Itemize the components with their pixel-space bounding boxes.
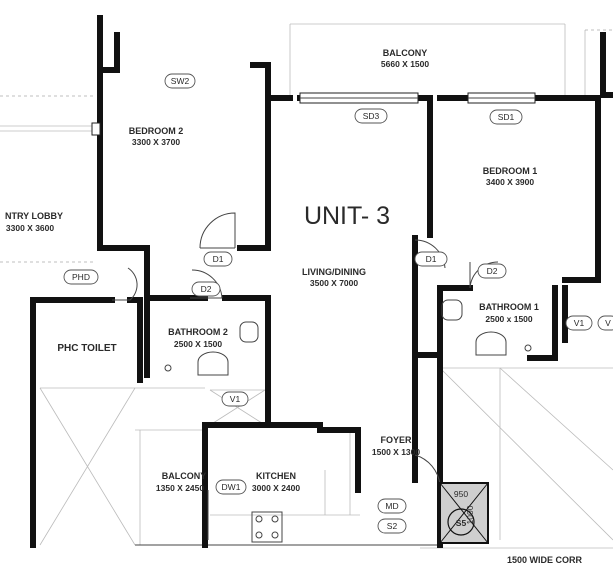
tag-d2-bathroom2: D2 [201, 284, 212, 294]
tag-md: MD [385, 501, 398, 511]
shaft-label: S5 [456, 518, 467, 528]
living-name: LIVING/DINING [302, 267, 366, 277]
shaft-width-label: 950 [454, 489, 468, 499]
door-swings [112, 212, 499, 540]
balcony-top-name: BALCONY [383, 48, 428, 58]
kitchen-name: KITCHEN [256, 471, 296, 481]
living-size: 3500 X 7000 [310, 278, 358, 288]
phc-toilet-name: PHC TOILET [57, 343, 116, 354]
balcony-small-size: 1350 X 2450 [156, 483, 204, 493]
fixtures [164, 299, 532, 543]
unit-title: UNIT- 3 [304, 202, 390, 230]
bathroom1-name: BATHROOM 1 [479, 302, 539, 312]
tag-d2-bathroom1: D2 [487, 266, 498, 276]
openings [91, 92, 536, 136]
bedroom2-size: 3300 X 3700 [132, 137, 180, 147]
tag-v-edge: V [605, 318, 611, 328]
bedroom1-name: BEDROOM 1 [483, 166, 538, 176]
shaft-s5 [439, 482, 489, 544]
bedroom2-name: BEDROOM 2 [129, 126, 184, 136]
bathroom2-size: 2500 X 1500 [174, 339, 222, 349]
entry-lobby-name: NTRY LOBBY [5, 211, 63, 221]
surrounding-context-lines [0, 23, 613, 549]
tag-v1-bathroom2: V1 [230, 394, 241, 404]
tag-phd: PHD [72, 272, 90, 282]
foyer-size: 1500 X 1300 [372, 447, 420, 457]
entry-lobby-size: 3300 X 3600 [6, 223, 54, 233]
kitchen-size: 3000 X 2400 [252, 483, 300, 493]
tag-d1-bedroom2: D1 [213, 254, 224, 264]
balcony-top-size: 5660 X 1500 [381, 59, 429, 69]
foyer-name: FOYER [380, 435, 412, 445]
bathroom2-name: BATHROOM 2 [168, 327, 228, 337]
bedroom1-size: 3400 X 3900 [486, 177, 534, 187]
tag-sd1: SD1 [498, 112, 515, 122]
tag-pills [63, 73, 613, 534]
shaft-depth-label: 1000 [465, 505, 475, 524]
balcony-small-name: BALCONY [162, 471, 207, 481]
tag-sw2: SW2 [171, 76, 190, 86]
room-labels: UNIT- 3 BALCONY 5660 X 1500 BEDROOM 2 33… [5, 48, 583, 565]
tag-dw1: DW1 [222, 482, 241, 492]
tag-d1-bedroom1: D1 [426, 254, 437, 264]
bathroom1-size: 2500 x 1500 [485, 314, 533, 324]
tag-sd3: SD3 [363, 111, 380, 121]
tag-labels: SW2 SD3 SD1 D1 D1 D2 D2 PHD V1 V1 V DW1 … [72, 76, 611, 531]
tag-v1-bathroom1: V1 [574, 318, 585, 328]
tag-s2: S2 [387, 521, 398, 531]
corridor-label: 1500 WIDE CORR [507, 555, 583, 565]
